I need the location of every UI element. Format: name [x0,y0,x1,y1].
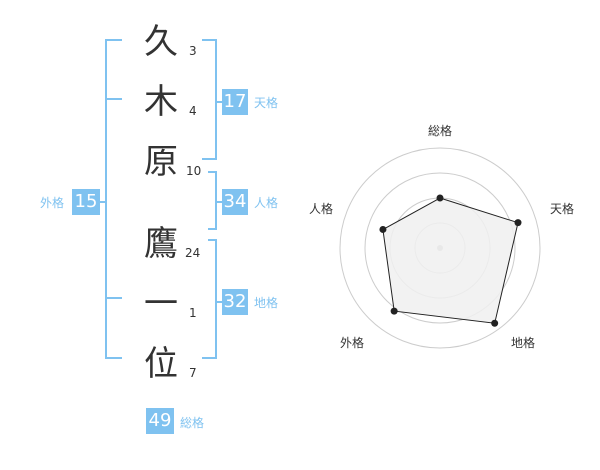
radar-grid-ring [339,147,541,349]
radar-axis-label-1: 天格 [550,202,575,216]
stroke-count-4: 24 [185,246,201,260]
jinkaku-label: 人格 [254,196,279,210]
chikaku-label: 地格 [254,296,279,310]
tenkaku-value-badge: 17 [222,89,248,115]
radar-point-4 [379,225,387,233]
radar-axis-label-2: 地格 [511,336,536,350]
radar-point-0 [436,194,444,202]
tenkaku-bracket [202,39,217,160]
radar-series-polygon [382,197,519,324]
chikaku-bracket [202,239,217,359]
jinkaku-bracket [208,171,217,230]
soukaku-value-badge: 49 [146,408,174,434]
name-char-5: 一 [144,284,178,324]
jinkaku-value-badge: 34 [222,189,248,215]
name-char-2: 木 [144,82,178,122]
stroke-count-5: 1 [189,306,197,320]
radar-axis-label-4: 人格 [309,202,334,216]
gaikaku-label: 外格 [40,196,65,210]
gaikaku-value-badge: 15 [72,189,100,215]
stroke-count-3: 10 [186,164,202,178]
radar-point-1 [514,219,522,227]
name-char-3: 原 [144,142,178,182]
radar-grid-ring [364,172,516,324]
name-char-6: 位 [144,344,178,384]
name-char-1: 久 [144,22,178,62]
chikaku-value-badge: 32 [222,289,248,315]
radar-point-2 [491,319,499,327]
stroke-count-1: 3 [189,44,197,58]
tenkaku-label: 天格 [254,96,279,110]
stroke-count-6: 7 [189,366,197,380]
radar-point-3 [390,307,398,315]
soukaku-label: 総格 [180,416,205,430]
radar-axis-label-0: 総格 [428,124,453,138]
radar-axis-label-3: 外格 [340,336,365,350]
stroke-count-2: 4 [189,104,197,118]
gaikaku-bracket [105,39,122,359]
name-char-4: 鷹 [144,224,178,264]
